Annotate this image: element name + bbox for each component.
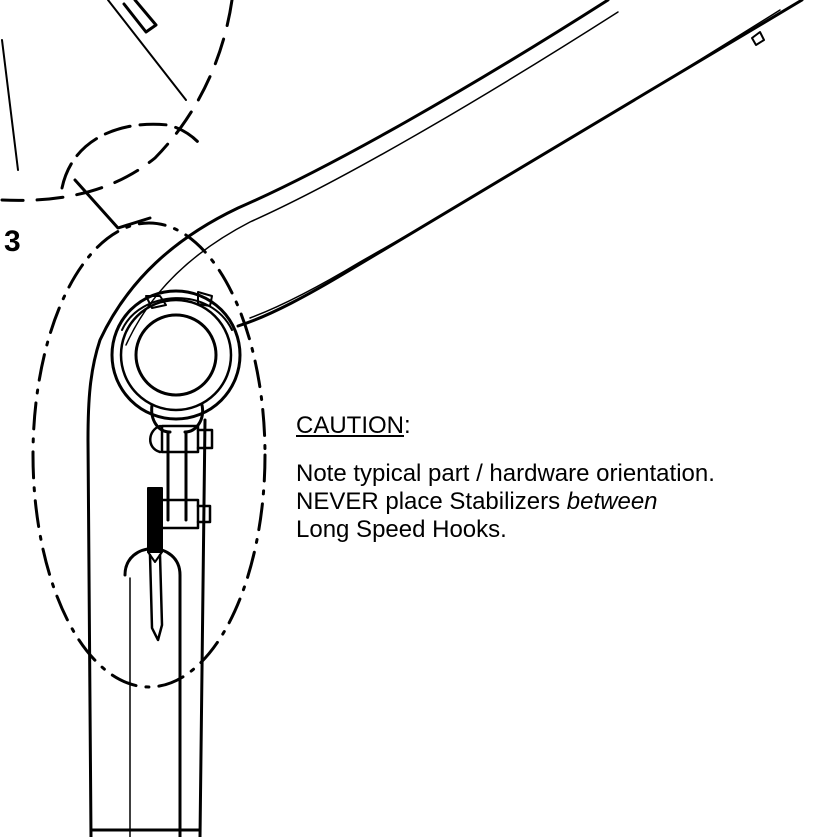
tube-clamp [110,289,242,522]
vertical-hook [90,418,207,837]
hardware [147,424,214,642]
callout-number: 3 [4,225,21,258]
detail-view-circle [0,0,234,230]
caution-colon: : [404,412,411,439]
caution-text: Note typical part / hardware orientation… [296,460,716,544]
caution-text-part-1: Note typical part / hardware orientation… [296,460,715,515]
caution-text-emphasis: between [566,488,658,515]
caution-heading: CAUTION: [296,412,716,440]
caution-note: CAUTION: Note typical part / hardware or… [296,412,716,544]
detail-ellipse [31,221,267,689]
caution-text-part-2: Long Speed Hooks. [296,516,507,543]
caution-label: CAUTION [296,412,404,439]
angled-tube [86,0,804,837]
